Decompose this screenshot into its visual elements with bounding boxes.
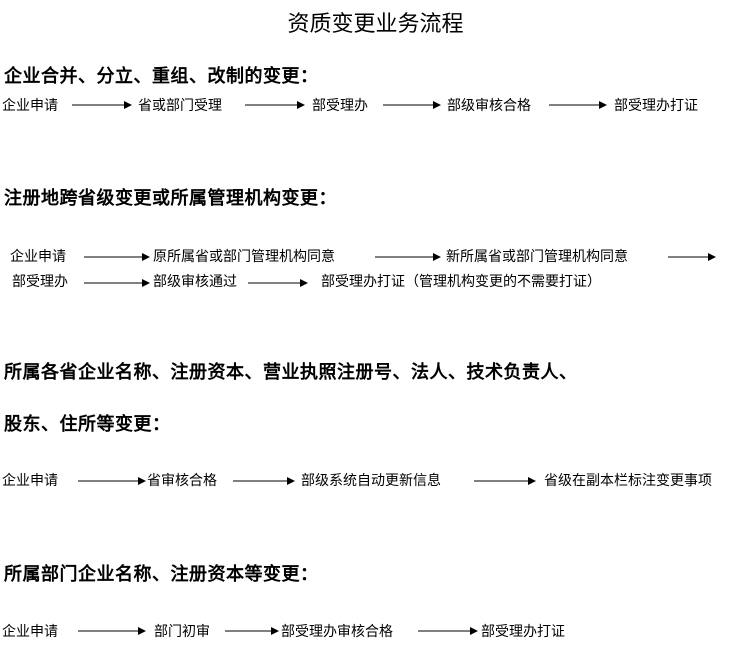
arrow-icon bbox=[233, 477, 295, 485]
section-2-step-3: 新所属省或部门管理机构同意 bbox=[446, 249, 628, 265]
section-3-step-1: 企业申请 bbox=[2, 473, 58, 489]
section-3-step-3: 部级系统自动更新信息 bbox=[301, 473, 441, 489]
arrow-icon bbox=[84, 253, 150, 261]
arrow-icon bbox=[78, 627, 146, 635]
section-2-step-1: 企业申请 bbox=[10, 249, 66, 265]
section-2-step-2: 原所属省或部门管理机构同意 bbox=[153, 249, 335, 265]
arrow-icon bbox=[549, 101, 607, 109]
arrow-icon bbox=[474, 477, 536, 485]
section-2-step-5: 部级审核通过 bbox=[153, 274, 237, 290]
arrow-icon bbox=[383, 101, 441, 109]
section-1-step-3: 部受理办 bbox=[312, 98, 368, 114]
section-4-step-3: 部受理办审核合格 bbox=[281, 624, 393, 640]
arrow-icon bbox=[72, 101, 132, 109]
arrow-icon bbox=[225, 627, 279, 635]
section-4-step-4: 部受理办打证 bbox=[481, 624, 565, 640]
arrow-icon bbox=[668, 253, 716, 261]
section-4-heading: 所属部门企业名称、注册资本等变更： bbox=[4, 564, 319, 585]
section-3-step-2: 省审核合格 bbox=[147, 473, 217, 489]
arrow-icon bbox=[245, 101, 305, 109]
page-title: 资质变更业务流程 bbox=[287, 12, 464, 37]
section-1-step-4: 部级审核合格 bbox=[447, 98, 531, 114]
section-2-step-6: 部受理办打证（管理机构变更的不需要打证） bbox=[321, 274, 601, 290]
section-2-step-4: 部受理办 bbox=[12, 274, 68, 290]
section-4-step-1: 企业申请 bbox=[2, 624, 58, 640]
section-3-heading-line-1: 所属各省企业名称、注册资本、营业执照注册号、法人、技术负责人、 bbox=[4, 362, 578, 383]
section-4-step-2: 部门初审 bbox=[154, 624, 210, 640]
section-1-step-2: 省或部门受理 bbox=[138, 98, 222, 114]
arrow-icon bbox=[375, 253, 441, 261]
section-1-step-1: 企业申请 bbox=[2, 98, 58, 114]
section-2-heading: 注册地跨省级变更或所属管理机构变更： bbox=[4, 188, 337, 209]
arrow-icon bbox=[248, 279, 308, 287]
arrow-icon bbox=[78, 477, 146, 485]
section-1-step-5: 部受理办打证 bbox=[614, 98, 698, 114]
arrow-icon bbox=[418, 627, 478, 635]
section-1-heading: 企业合并、分立、重组、改制的变更： bbox=[4, 66, 319, 87]
arrow-icon bbox=[84, 279, 150, 287]
section-3-heading-line-2: 股东、住所等变更： bbox=[4, 414, 171, 435]
section-3-step-4: 省级在副本栏标注变更事项 bbox=[544, 473, 712, 489]
